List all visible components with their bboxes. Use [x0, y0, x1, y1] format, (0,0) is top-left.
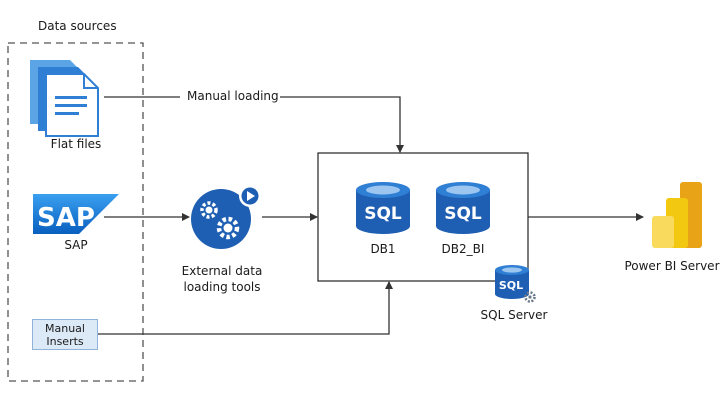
manual-loading-arrow [280, 96, 404, 153]
db1-icon-text: SQL [364, 204, 402, 224]
manual-inserts-line1: Manual [45, 322, 85, 335]
db1-sql-icon: SQL [356, 182, 410, 234]
flat-files-label: Flat files [50, 137, 102, 151]
db2-sql-icon: SQL [436, 182, 490, 234]
external-tools-line2: loading tools [183, 280, 261, 294]
sql-server-container [317, 152, 529, 282]
external-loading-tools-icon [191, 185, 261, 249]
sql-server-icon: SQL [495, 265, 536, 303]
power-bi-icon [652, 182, 702, 248]
manual-inserts-line2: Inserts [46, 335, 84, 348]
db1-label: DB1 [370, 242, 396, 256]
sql-server-label: SQL Server [480, 308, 548, 322]
db2-label: DB2_BI [441, 242, 485, 256]
data-sources-group [7, 42, 144, 382]
manual-loading-label: Manual loading [187, 89, 279, 103]
sap-logo-text: SAP [37, 203, 95, 233]
manual-inserts-box: Manual Inserts [32, 319, 98, 350]
power-bi-server-label: Power BI Server [624, 259, 720, 273]
sap-label: SAP [64, 238, 88, 252]
manual-inserts-arrow [98, 281, 393, 335]
sql-server-icon-text: SQL [499, 279, 523, 292]
db2-icon-text: SQL [444, 204, 482, 224]
sap-logo: SAP [33, 194, 119, 234]
gear-icon [524, 291, 536, 303]
external-tools-line1: External data [181, 264, 263, 278]
flat-files-icon [30, 60, 99, 137]
data-sources-title: Data sources [38, 19, 117, 33]
